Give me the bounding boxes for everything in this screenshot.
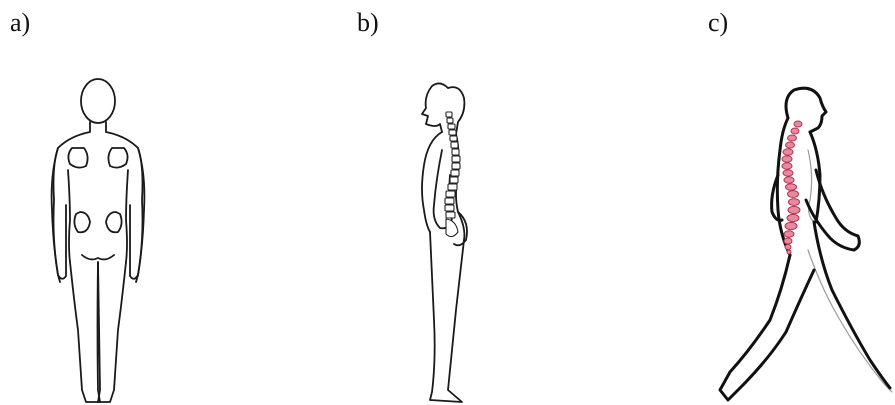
rear-leg bbox=[808, 250, 892, 392]
hips bbox=[68, 170, 128, 262]
right-iliac bbox=[106, 212, 122, 232]
panel-b: b) bbox=[300, 0, 600, 405]
back-leg bbox=[814, 222, 890, 388]
spine-c bbox=[782, 121, 802, 254]
head-profile bbox=[422, 83, 448, 132]
right-leg bbox=[98, 262, 126, 402]
panel-c: c) bbox=[600, 0, 895, 405]
spine-b bbox=[445, 112, 460, 237]
left-iliac bbox=[74, 212, 90, 232]
back-view-figure bbox=[0, 0, 300, 405]
side-view-figure bbox=[300, 0, 600, 405]
panel-a: a) bbox=[0, 0, 300, 405]
head bbox=[786, 88, 826, 132]
head bbox=[81, 79, 115, 123]
left-leg bbox=[70, 262, 100, 402]
legs bbox=[430, 232, 464, 402]
right-scapula bbox=[108, 148, 127, 168]
walking-figure bbox=[600, 0, 895, 405]
gluteal-line bbox=[82, 255, 114, 259]
torso-front bbox=[422, 132, 442, 232]
front-arm bbox=[806, 170, 859, 250]
front-leg bbox=[720, 255, 814, 400]
left-scapula bbox=[68, 148, 87, 168]
